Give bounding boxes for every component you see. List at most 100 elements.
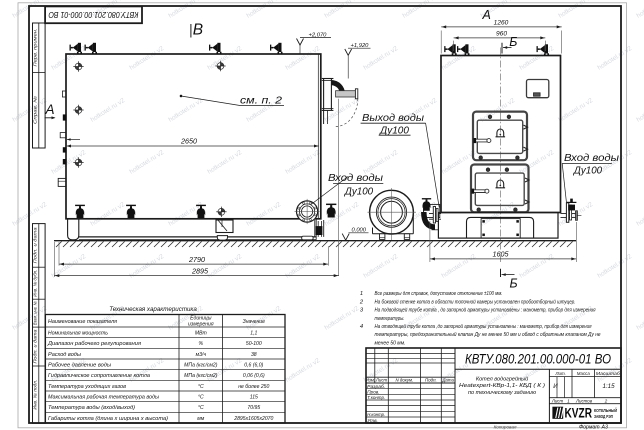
svg-text:Масштаб: Масштаб <box>596 371 621 376</box>
svg-text:1605: 1605 <box>493 249 510 258</box>
svg-text:Номинальная мощность: Номинальная мощность <box>48 330 108 336</box>
svg-text:ЗАВОД РЭП: ЗАВОД РЭП <box>594 414 613 419</box>
svg-text:Ду100: Ду100 <box>573 166 603 177</box>
svg-text:Ду100: Ду100 <box>344 186 374 197</box>
svg-text:Масса: Масса <box>577 371 591 376</box>
svg-text:Температура воды (вход/выход): Температура воды (вход/выход) <box>48 405 135 411</box>
svg-text:не более 250: не более 250 <box>238 384 269 390</box>
svg-text:На боковой стенке котла в обла: На боковой стенке котла в области топочн… <box>375 298 576 305</box>
svg-text:Лист: Лист <box>551 399 564 404</box>
svg-text:Габариты котла (длина х ширина: Габариты котла (длина х ширина х высота) <box>48 416 168 422</box>
svg-text:38: 38 <box>251 352 257 358</box>
svg-text:4: 4 <box>360 324 363 330</box>
svg-text:Перв. примен.: Перв. примен. <box>33 28 38 66</box>
svg-text:Утв.: Утв. <box>367 418 378 423</box>
svg-text:МПа (кгс/см2): МПа (кгс/см2) <box>184 362 218 368</box>
svg-text:KVZR: KVZR <box>565 406 593 421</box>
svg-text:1: 1 <box>567 399 570 404</box>
svg-text:0,06 (0,6): 0,06 (0,6) <box>243 373 265 379</box>
svg-text:N докум.: N докум. <box>396 378 414 383</box>
svg-text:Гидравлическое сопротивление к: Гидравлическое сопротивление котла <box>48 373 150 379</box>
svg-text:Единицы: Единицы <box>190 316 212 322</box>
svg-text:Максимальная рабочая температу: Максимальная рабочая температура воды <box>48 394 159 400</box>
svg-text:Б: Б <box>509 35 517 49</box>
svg-text:Подп. и дата: Подп. и дата <box>33 227 38 264</box>
svg-text:Вход воды: Вход воды <box>564 153 620 164</box>
svg-text:Heatexpert-КВр-1,1- КБД ( К ): Heatexpert-КВр-1,1- КБД ( К ) <box>459 383 545 389</box>
svg-text:А: А <box>482 8 491 22</box>
svg-text:°С: °С <box>198 405 204 411</box>
svg-text:Н.контр.: Н.контр. <box>367 412 385 417</box>
svg-text:Диапазон рабочего регулировани: Диапазон рабочего регулирования <box>47 341 141 347</box>
svg-text:МПа (кгс/см2): МПа (кгс/см2) <box>184 373 218 379</box>
svg-text:Выход воды: Выход воды <box>362 113 425 124</box>
svg-text:Инв. № дубл.: Инв. № дубл. <box>33 270 38 297</box>
svg-text:Температура уходящих газов: Температура уходящих газов <box>48 384 126 390</box>
svg-text:0.000: 0.000 <box>352 228 367 234</box>
svg-text:А3: А3 <box>601 424 608 430</box>
svg-text:Техническая характеристика: Техническая характеристика <box>109 306 197 313</box>
svg-text:температуры, предохранительный: температуры, предохранительный клапан Ду… <box>375 331 602 338</box>
svg-text:мм: мм <box>197 416 204 422</box>
svg-text:Лит.: Лит. <box>555 371 566 376</box>
svg-text:50-100: 50-100 <box>246 341 262 347</box>
svg-text:КОТЕЛЬНЫЙ: КОТЕЛЬНЫЙ <box>594 408 617 413</box>
svg-text:Б: Б <box>510 276 518 290</box>
svg-text:Пров.: Пров. <box>367 389 379 394</box>
svg-text:Лист: Лист <box>375 378 388 383</box>
svg-text:2895х1605х2070: 2895х1605х2070 <box>233 416 273 422</box>
svg-text:Значение: Значение <box>243 319 266 325</box>
svg-text:измерения: измерения <box>188 322 214 328</box>
svg-text:На подводящей трубе котла , д: На подводящей трубе котла , до запорной … <box>375 307 596 314</box>
svg-text:2790: 2790 <box>188 255 205 264</box>
svg-text:2: 2 <box>604 399 608 404</box>
svg-text:Формат: Формат <box>579 424 600 430</box>
svg-text:Котел водогрейный: Котел водогрейный <box>476 375 528 382</box>
svg-text:И: И <box>553 383 558 390</box>
svg-text:по техническому заданию: по техническому заданию <box>468 390 536 396</box>
svg-text:3: 3 <box>360 308 364 314</box>
svg-text:КВТУ.080.201.00.000-01 ВО: КВТУ.080.201.00.000-01 ВО <box>465 351 611 366</box>
svg-text:115: 115 <box>250 394 258 400</box>
svg-text:°С: °С <box>198 394 204 400</box>
svg-text:Разраб.: Разраб. <box>367 384 385 389</box>
svg-text:Наименование показателя: Наименование показателя <box>48 319 117 325</box>
svg-text:КВТУ.080.201.00.000-01 ВО: КВТУ.080.201.00.000-01 ВО <box>48 10 138 20</box>
svg-text:1: 1 <box>360 291 363 297</box>
svg-text:В: В <box>193 22 203 39</box>
svg-text:2895: 2895 <box>191 267 209 276</box>
svg-text:1260: 1260 <box>494 20 509 27</box>
svg-text:Листов: Листов <box>575 399 593 404</box>
svg-text:Дата: Дата <box>441 378 454 383</box>
svg-text:960: 960 <box>496 31 507 38</box>
svg-text:70/95: 70/95 <box>247 405 260 411</box>
svg-text:МВт: МВт <box>195 330 207 336</box>
svg-text:2650: 2650 <box>180 136 197 145</box>
svg-text:Расход воды: Расход воды <box>48 352 81 358</box>
svg-text:0,6 (6,0): 0,6 (6,0) <box>244 362 263 368</box>
svg-text:Т.контр.: Т.контр. <box>367 395 385 400</box>
svg-text:+2,070: +2,070 <box>309 32 328 38</box>
svg-text:+1,920: +1,920 <box>351 43 370 49</box>
svg-text:1,1: 1,1 <box>250 330 257 336</box>
svg-text:Изм.: Изм. <box>366 378 375 383</box>
svg-text:см. п. 2: см. п. 2 <box>240 95 282 107</box>
svg-text:2: 2 <box>359 299 364 305</box>
svg-text:°С: °С <box>198 384 204 390</box>
svg-text:На отводящей трубе котла ,до з: На отводящей трубе котла ,до запорной ар… <box>375 323 592 330</box>
svg-text:Справ. №: Справ. № <box>33 96 38 124</box>
svg-text:Инв. № подл.: Инв. № подл. <box>33 380 38 410</box>
svg-text:Подп.: Подп. <box>425 378 437 383</box>
svg-text:А: А <box>45 102 55 117</box>
svg-text:Копировал: Копировал <box>494 424 517 429</box>
svg-text:%: % <box>199 341 204 347</box>
svg-text:Ду100: Ду100 <box>379 126 409 137</box>
svg-text:м3/ч: м3/ч <box>196 352 207 358</box>
svg-text:1:15: 1:15 <box>602 383 615 390</box>
svg-text:Взам. инв. №: Взам. инв. № <box>33 301 38 325</box>
svg-text:Вход воды: Вход воды <box>328 173 384 184</box>
svg-text:Рабочее давление воды: Рабочее давление воды <box>48 362 111 368</box>
svg-text:Все размеры для справок, допус: Все размеры для справок, допустимое откл… <box>375 291 503 297</box>
svg-text:Подп. и дата: Подп. и дата <box>33 329 38 364</box>
svg-text:менее 50 мм.: менее 50 мм. <box>375 340 406 346</box>
